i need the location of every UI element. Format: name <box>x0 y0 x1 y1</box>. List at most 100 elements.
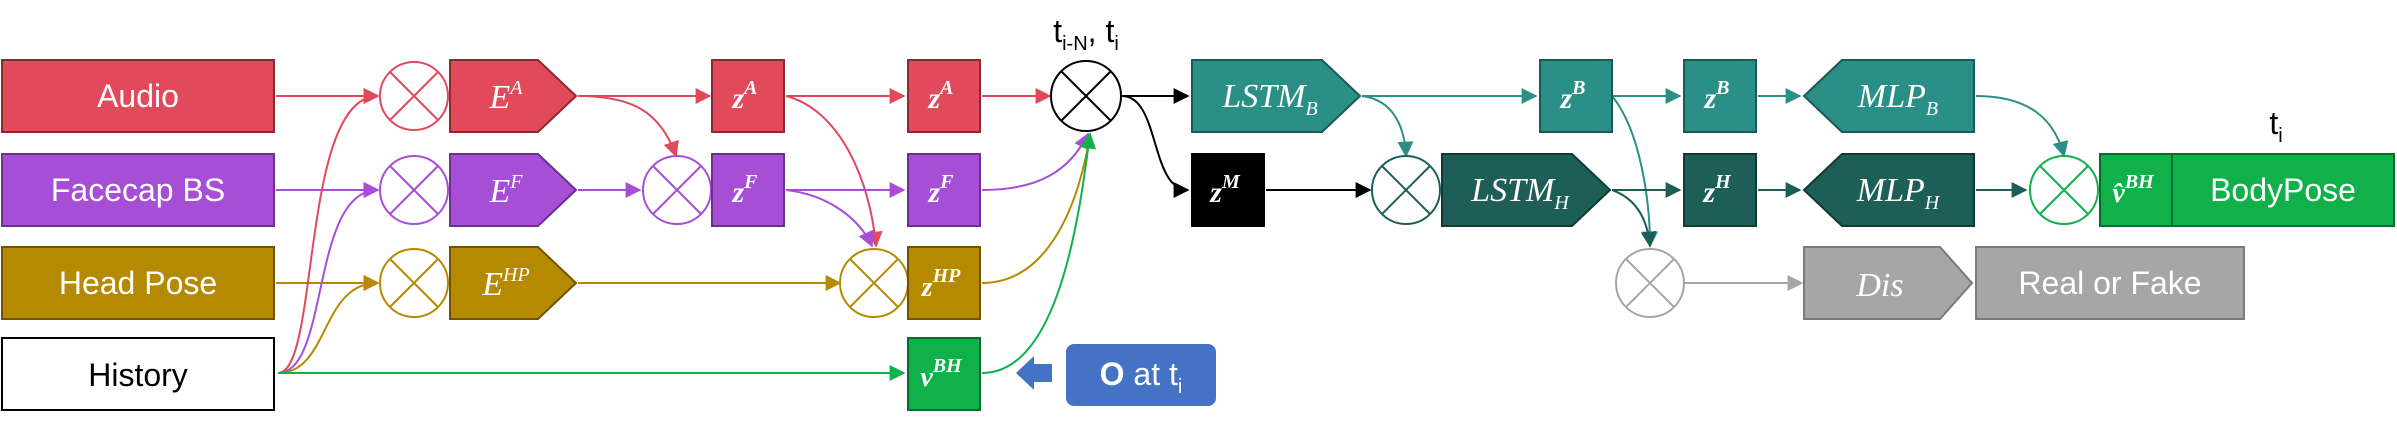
label-headpose: Head Pose <box>59 265 217 301</box>
zhp-base: z <box>921 272 933 303</box>
latent-zhp: zHP <box>907 246 981 320</box>
vhat-sup: BH <box>2124 171 2155 193</box>
svg-text:zA: zA <box>731 77 757 115</box>
tw-b-sub: i <box>1114 33 1118 55</box>
svg-text:LSTMH: LSTMH <box>1470 172 1570 214</box>
latent-vbh: vBH <box>907 337 981 411</box>
arrow-ea-to-fmix <box>577 95 679 158</box>
zh-base: z <box>1702 176 1715 209</box>
tw-sep: , <box>1088 13 1106 49</box>
svg-text:EA: EA <box>489 77 524 116</box>
real-fake-label: Real or Fake <box>2018 265 2201 301</box>
callout-middle: at t <box>1125 356 1178 392</box>
zb-sup: B <box>1571 77 1585 99</box>
real-or-fake-output: Real or Fake <box>1975 246 2245 320</box>
callout-o: O <box>1100 356 1125 392</box>
zm-base: z <box>1209 176 1222 209</box>
arrow-history-to-face-mix <box>277 182 380 374</box>
lstm-h-block: LSTMH <box>1441 153 1612 227</box>
time-window-label: ti-N, ti <box>1053 13 1119 55</box>
zf2-sup: F <box>939 171 954 193</box>
za-sup: A <box>742 77 757 99</box>
input-history: History <box>1 337 275 411</box>
zf-base: z <box>731 176 744 209</box>
callout-sub: i <box>1178 376 1182 398</box>
latent-za-window: zA <box>907 59 981 133</box>
combine-icon-headpose <box>379 248 449 318</box>
lstmh-base: LSTM <box>1470 172 1556 209</box>
latent-zb: zB <box>1539 59 1613 133</box>
label-facecap: Facecap BS <box>51 172 225 208</box>
latent-zb-copy: zB <box>1683 59 1757 133</box>
svg-text:zA: zA <box>927 77 953 115</box>
svg-text:v̂BH: v̂BH <box>2112 171 2155 209</box>
ea-base: E <box>489 79 511 116</box>
mlph-base: MLP <box>1856 172 1925 209</box>
zhp-sup: HP <box>932 265 962 287</box>
arrow-zhp-to-concat <box>981 132 1096 284</box>
out-t-sub: i <box>2278 125 2282 147</box>
bodypose-label: BodyPose <box>2210 172 2356 208</box>
zm-sup: M <box>1221 171 1241 193</box>
vbh-base: v <box>920 362 933 393</box>
mix-nodes <box>379 60 2099 318</box>
latent-zh: zH <box>1683 153 1757 227</box>
input-headpose: Head Pose <box>1 246 275 320</box>
combine-icon-output <box>2029 155 2099 225</box>
mlph-sub: H <box>1924 192 1941 214</box>
vhat-base: v̂ <box>2112 178 2125 209</box>
output-vhat: v̂BH <box>2099 153 2173 227</box>
tw-a-sub: i-N <box>1062 33 1088 55</box>
combine-icon-zhp <box>839 248 909 318</box>
zb2-sup: B <box>1715 77 1729 99</box>
connectors <box>276 88 2069 381</box>
za-base: z <box>731 82 744 115</box>
arrow-lstmb-to-hmix <box>1361 95 1414 158</box>
encoder-facecap: EF <box>449 153 578 227</box>
zf-sup: F <box>743 171 758 193</box>
mlp-b-block: MLPB <box>1802 59 1975 133</box>
arrow-lstmh-to-dismix <box>1611 189 1657 248</box>
svg-text:LSTMB: LSTMB <box>1221 78 1317 120</box>
ef-sup: F <box>509 171 523 193</box>
arrow-zb-to-dismix <box>1611 95 1658 248</box>
ehp-base: E <box>481 266 503 303</box>
svg-text:EF: EF <box>489 171 524 210</box>
output-bodypose: BodyPose <box>2171 153 2395 227</box>
mlpb-sub: B <box>1926 98 1938 120</box>
combine-icon-dis <box>1615 248 1685 318</box>
arrow-history-to-audio-mix <box>277 88 380 374</box>
svg-text:MLPB: MLPB <box>1857 78 1938 120</box>
svg-text:zB: zB <box>1703 77 1729 115</box>
concat-icon <box>1050 60 1122 132</box>
tw-b: t <box>1105 13 1114 49</box>
svg-text:EHP: EHP <box>481 264 529 303</box>
arrow-zf-to-hpmix <box>785 189 874 248</box>
combine-icon-facecap <box>379 155 449 225</box>
arrow-vbh-to-concat <box>981 132 1097 374</box>
zh-sup: H <box>1714 171 1732 193</box>
ehp-sup: HP <box>502 264 530 286</box>
input-facecap: Facecap BS <box>1 153 275 227</box>
label-audio: Audio <box>97 78 179 114</box>
svg-text:zHP: zHP <box>921 265 961 303</box>
svg-text:zF: zF <box>731 171 758 209</box>
zb-base: z <box>1559 82 1572 115</box>
combine-icon-zf <box>642 155 712 225</box>
zf2-base: z <box>927 176 940 209</box>
encoder-headpose: EHP <box>449 246 578 320</box>
arrow-zf2-to-concat <box>981 132 1089 191</box>
svg-text:vBH: vBH <box>920 355 963 393</box>
output-time-label: ti <box>2269 105 2282 147</box>
vbh-sup: BH <box>932 355 963 377</box>
latent-za: zA <box>711 59 785 133</box>
lstmh-sub: H <box>1553 192 1570 214</box>
mlpb-base: MLP <box>1857 78 1926 115</box>
svg-text:zB: zB <box>1559 77 1585 115</box>
za2-sup: A <box>938 77 953 99</box>
arrow-history-to-hp-mix <box>277 275 380 374</box>
za2-base: z <box>927 82 940 115</box>
svg-text:zF: zF <box>927 171 954 209</box>
dis-label: Dis <box>1855 267 1903 304</box>
